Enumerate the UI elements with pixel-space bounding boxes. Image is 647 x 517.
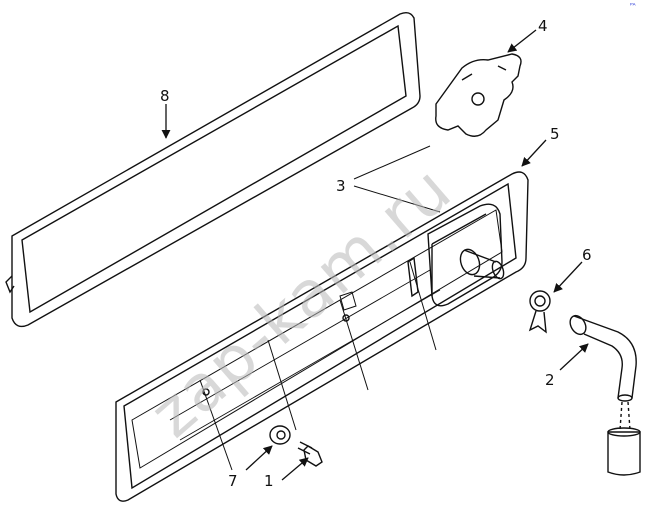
gasket-part-8 bbox=[5, 11, 421, 328]
corner-mark: ᴾᴬ bbox=[630, 2, 636, 10]
arrow-5 bbox=[521, 139, 547, 167]
clamp-part-6 bbox=[528, 290, 551, 334]
arrow-6 bbox=[553, 261, 583, 293]
arrow-2 bbox=[559, 343, 589, 371]
callout-5: 5 bbox=[550, 125, 560, 143]
arrow-1 bbox=[281, 457, 309, 481]
callout-8: 8 bbox=[160, 87, 170, 105]
callout-3-leaders bbox=[353, 145, 441, 213]
callout-1: 1 bbox=[264, 472, 274, 490]
callout-2: 2 bbox=[545, 371, 555, 389]
washer-part-7 bbox=[269, 425, 291, 445]
callout-6: 6 bbox=[582, 246, 592, 264]
callout-7: 7 bbox=[228, 472, 238, 490]
arrow-7 bbox=[245, 445, 273, 471]
callout-labels: 1 2 3 4 5 6 7 8 bbox=[160, 17, 592, 490]
callout-arrows bbox=[161, 29, 589, 481]
hose-part-2 bbox=[569, 314, 641, 476]
arrow-4 bbox=[507, 29, 537, 53]
valve-cover-part-5 bbox=[115, 171, 529, 502]
watermark: zap-kam.ru bbox=[137, 153, 466, 452]
callout-4: 4 bbox=[538, 17, 548, 35]
callout-3: 3 bbox=[336, 177, 346, 195]
plate-part-4 bbox=[435, 53, 522, 137]
bolt-part-1 bbox=[297, 441, 323, 467]
